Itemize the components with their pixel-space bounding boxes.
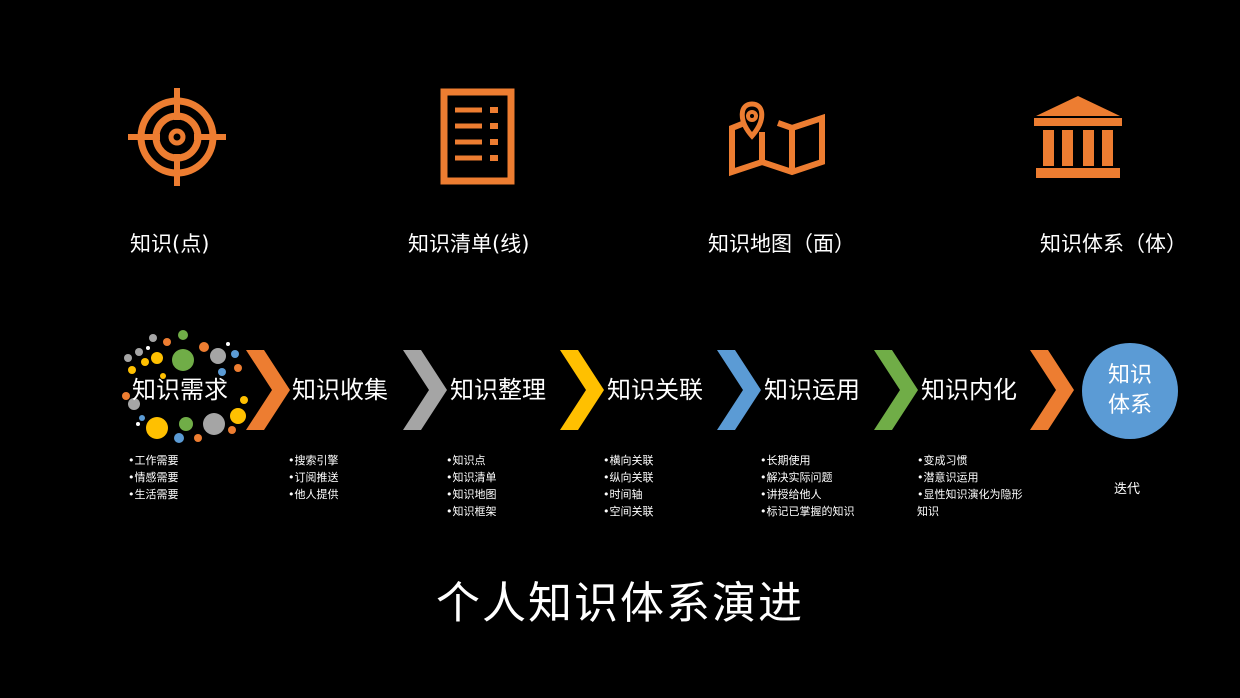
list-item: 标记已掌握的知识 <box>760 503 855 520</box>
list-item: 横向关联 <box>603 452 654 469</box>
map-icon <box>728 98 826 178</box>
step-items-internalize: 变成习惯 潜意识运用 显性知识演化为隐形知识 <box>917 452 1029 520</box>
knowledge-dots-graphic <box>122 330 248 443</box>
level-label-body: 知识体系（体） <box>1040 232 1187 256</box>
list-item: 潜意识运用 <box>917 469 1029 486</box>
list-item: 知识清单 <box>446 469 497 486</box>
chevron-arrow-4 <box>717 350 761 430</box>
level-label-area: 知识地图（面） <box>708 232 855 256</box>
step-items-collect: 搜索引擎 订阅推送 他人提供 <box>288 452 339 503</box>
list-item: 情感需要 <box>128 469 179 486</box>
target-icon <box>128 88 226 186</box>
chevron-arrow-3 <box>560 350 604 430</box>
level-label-point: 知识(点) <box>130 232 210 256</box>
list-item: 订阅推送 <box>288 469 339 486</box>
chevron-arrow-1 <box>246 350 290 430</box>
step-label-apply: 知识运用 <box>764 376 860 404</box>
final-label: 知识体系 <box>1107 363 1152 418</box>
institution-icon <box>1032 92 1124 180</box>
iterate-note: 迭代 <box>1114 482 1141 497</box>
step-label-internalize: 知识内化 <box>921 376 1017 404</box>
step-items-associate: 横向关联 纵向关联 时间轴 空间关联 <box>603 452 654 520</box>
list-item: 解决实际问题 <box>760 469 855 486</box>
list-item: 显性知识演化为隐形知识 <box>917 486 1029 520</box>
step-items-organize: 知识点 知识清单 知识地图 知识框架 <box>446 452 497 520</box>
list-item: 搜索引擎 <box>288 452 339 469</box>
knowledge-system-circle: 知识体系 <box>1082 343 1178 439</box>
list-item: 长期使用 <box>760 452 855 469</box>
list-item: 变成习惯 <box>917 452 1029 469</box>
list-item: 知识地图 <box>446 486 497 503</box>
page-title: 个人知识体系演进 <box>436 578 804 629</box>
level-label-line: 知识清单(线) <box>408 232 530 256</box>
list-item: 他人提供 <box>288 486 339 503</box>
checklist-icon <box>440 88 515 185</box>
list-item: 讲授给他人 <box>760 486 855 503</box>
step-label-associate: 知识关联 <box>607 376 703 404</box>
chevron-arrow-2 <box>403 350 447 430</box>
list-item: 知识点 <box>446 452 497 469</box>
step-label-organize: 知识整理 <box>450 376 546 404</box>
step-label-demand: 知识需求 <box>132 376 228 404</box>
list-item: 知识框架 <box>446 503 497 520</box>
chevron-arrow-5 <box>874 350 918 430</box>
list-item: 时间轴 <box>603 486 654 503</box>
list-item: 工作需要 <box>128 452 179 469</box>
list-item: 空间关联 <box>603 503 654 520</box>
chevron-arrow-6 <box>1030 350 1074 430</box>
list-item: 生活需要 <box>128 486 179 503</box>
list-item: 纵向关联 <box>603 469 654 486</box>
step-items-demand: 工作需要 情感需要 生活需要 <box>128 452 179 503</box>
step-label-collect: 知识收集 <box>292 376 388 404</box>
step-items-apply: 长期使用 解决实际问题 讲授给他人 标记已掌握的知识 <box>760 452 855 520</box>
